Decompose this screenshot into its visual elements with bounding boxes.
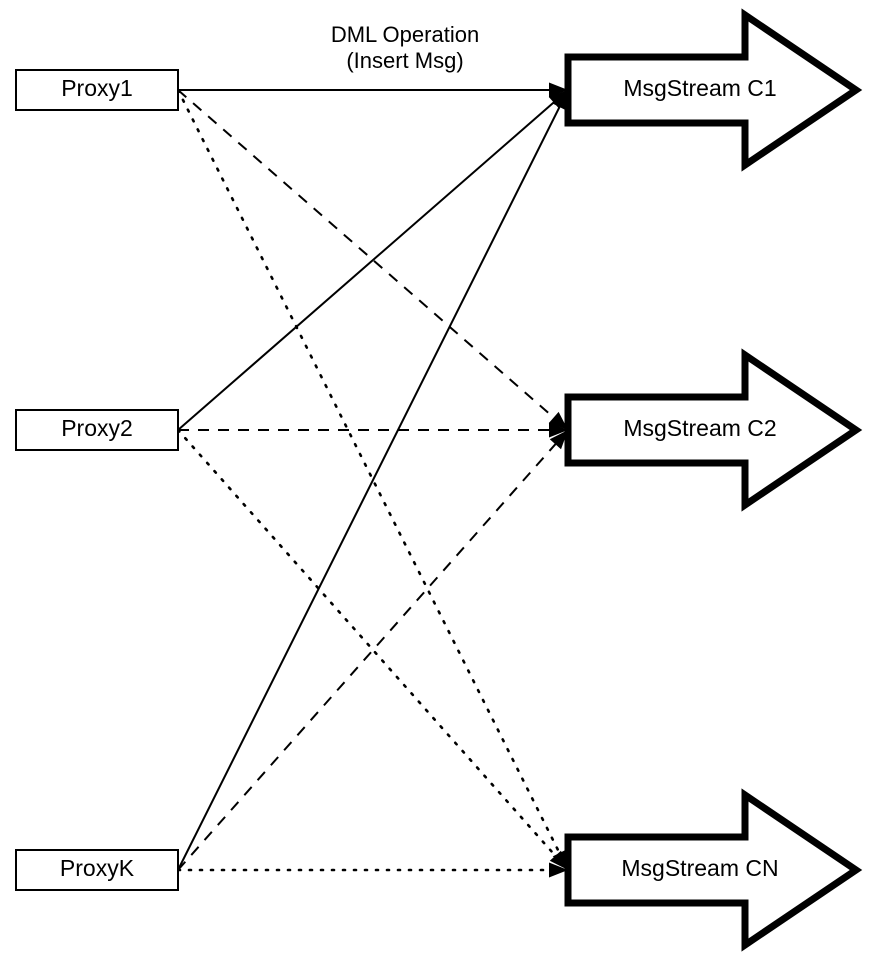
block-arrow-shape: [564, 8, 863, 172]
streams-layer: MsgStream C1 MsgStream C2 MsgStream CN: [564, 8, 863, 952]
arrowhead-proxy1-c2: [548, 411, 568, 430]
link-proxy2-cn: [176, 428, 561, 862]
links-layer: [176, 88, 564, 872]
stream-node-stream_c2[interactable]: MsgStream C2: [564, 348, 863, 512]
arrowhead-proxyk-cn: [549, 862, 568, 878]
link-proxy1-c2: [177, 89, 559, 423]
proxy-node-proxy2[interactable]: Proxy2: [15, 409, 179, 451]
proxy-node-proxyk[interactable]: ProxyK: [15, 849, 179, 891]
arrowhead-proxy2-cn: [549, 850, 568, 870]
link-proxy2-c1: [177, 97, 559, 431]
proxy-box-shape: [15, 69, 179, 111]
arrowhead-proxy2-c2: [549, 422, 568, 438]
proxy-label: Proxy1: [61, 75, 133, 101]
link-proxy1-cn: [176, 88, 564, 860]
stream-label: MsgStream C2: [623, 415, 776, 441]
arrowheads-layer: [548, 82, 568, 878]
link-proxyk-c2: [177, 439, 561, 871]
proxy-node-proxy1[interactable]: Proxy1: [15, 69, 179, 111]
arrowhead-proxyk-c2: [549, 430, 568, 450]
arrowhead-proxy1-c1: [549, 82, 568, 98]
annotation-line-2: (Insert Msg): [346, 48, 463, 73]
arrowhead-proxyk-c1: [552, 90, 568, 111]
proxy-label: Proxy2: [61, 415, 133, 441]
stream-label: MsgStream CN: [621, 855, 778, 881]
edge-annotation: DML Operation (Insert Msg): [331, 22, 479, 73]
link-proxyk-c1: [177, 101, 564, 871]
stream-node-stream_cn[interactable]: MsgStream CN: [564, 788, 863, 952]
annotation-line-1: DML Operation: [331, 22, 479, 47]
proxy-box-shape: [15, 409, 179, 451]
proxy-box-shape: [15, 849, 179, 891]
proxy-label: ProxyK: [60, 855, 135, 881]
block-arrow-shape: [564, 348, 863, 512]
stream-node-stream_c1[interactable]: MsgStream C1: [564, 8, 863, 172]
stream-label: MsgStream C1: [623, 75, 776, 101]
block-arrow-shape: [564, 788, 863, 952]
